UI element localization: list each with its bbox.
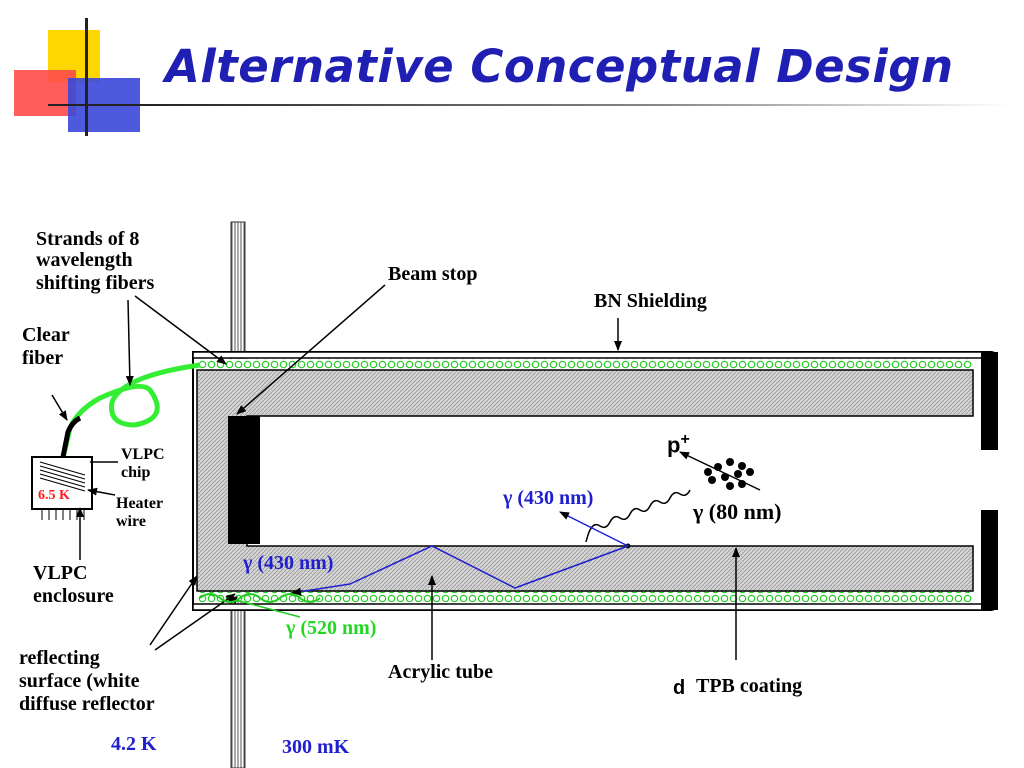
- photon-80nm-wave: [585, 489, 691, 543]
- vlpc-enclosure-line-2: enclosure: [33, 585, 114, 607]
- gamma-520-label: γ (520 nm): [286, 617, 377, 639]
- reflecting-line-3: diffuse reflector: [19, 693, 155, 715]
- proton-symbol: p: [667, 432, 681, 458]
- bn-shielding-top: [192, 351, 994, 359]
- vlpc-enclosure-label: VLPC enclosure: [33, 562, 114, 608]
- end-cap-top: [981, 352, 998, 450]
- end-cap-bottom: [981, 510, 998, 610]
- gamma-430-upper-label: γ (430 nm): [503, 487, 594, 509]
- vlpc-chip-line-1: VLPC: [121, 446, 165, 463]
- fiber-row-bottom: [197, 591, 973, 602]
- strands-line-2: wavelength: [36, 249, 133, 271]
- bn-shielding-label: BN Shielding: [594, 290, 707, 312]
- vlpc-chip-label: VLPC chip: [121, 446, 165, 482]
- vlpc-chip-lines: [39, 461, 86, 492]
- pointer-lines: [51, 284, 761, 660]
- gamma-430-lower-label: γ (430 nm): [243, 552, 334, 574]
- vlpc-enclosure-line-1: VLPC: [33, 562, 88, 584]
- fiber-row-top: [197, 359, 973, 370]
- deco-vline: [85, 18, 88, 136]
- photon-430nm-paths: [291, 511, 629, 596]
- vlpc-enclosure-box: [31, 456, 93, 510]
- deco-hline: [48, 104, 140, 106]
- photon-520nm-path: [227, 596, 301, 618]
- clear-fiber-line-2: fiber: [22, 347, 64, 369]
- reflecting-line-1: reflecting: [19, 647, 100, 669]
- slide-title: Alternative Conceptual Design: [165, 40, 954, 93]
- clear-fiber-line-1: Clear: [22, 324, 70, 346]
- deco-red-square: [14, 70, 76, 116]
- vlpc-chip-line-2: chip: [121, 464, 151, 481]
- heater-wire-line-2: wire: [116, 513, 146, 530]
- temp-300mk-label: 300 mK: [282, 736, 350, 758]
- fiber-bundle-lower: [199, 593, 321, 603]
- proton-charge: +: [680, 431, 690, 448]
- clear-fiber-label: Clear fiber: [22, 324, 70, 370]
- title-underline: [140, 104, 1010, 106]
- acrylic-tube: [196, 369, 974, 592]
- temp-4-2k-label: 4.2 K: [111, 733, 157, 755]
- d-symbol: d: [673, 677, 686, 699]
- reflecting-line-2: surface (white: [19, 670, 140, 692]
- clear-fiber: [57, 362, 201, 471]
- heater-wire-label: Heater wire: [116, 495, 163, 531]
- proton-cluster: [704, 458, 754, 490]
- strands-line-3: shifting fibers: [36, 272, 155, 294]
- beam-stop-label: Beam stop: [388, 263, 478, 285]
- bn-shielding-bottom: [192, 603, 994, 611]
- gamma-80-label: γ (80 nm): [693, 499, 782, 524]
- beam-stop: [228, 416, 260, 544]
- heater-wire-line-1: Heater: [116, 495, 164, 512]
- acrylic-tube-label: Acrylic tube: [388, 661, 493, 683]
- vlpc-pins: [41, 509, 85, 520]
- tpb-coating-label: TPB coating: [696, 675, 803, 697]
- strands-label: Strands of 8 wavelength shifting fibers: [36, 228, 154, 295]
- vlpc-temp-label: 6.5 K: [38, 488, 70, 503]
- reflecting-label: reflecting surface (white diffuse reflec…: [19, 647, 155, 716]
- strands-line-1: Strands of 8: [36, 228, 140, 250]
- clear-fiber-black: [59, 415, 82, 463]
- proton-label: p+: [667, 428, 690, 456]
